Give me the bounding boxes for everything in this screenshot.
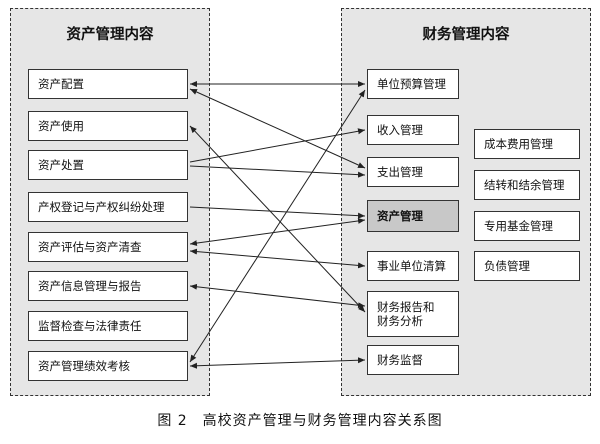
left-item-asset-use: 资产使用 bbox=[28, 111, 188, 141]
right-item-income: 收入管理 bbox=[367, 115, 459, 145]
right-side-item-carryover-management: 结转和结余管理 bbox=[474, 170, 580, 200]
right-item-unit-budget: 单位预算管理 bbox=[367, 69, 459, 99]
left-item-label: 资产处置 bbox=[38, 158, 84, 172]
left-item-asset-information: 资产信息管理与报告 bbox=[28, 271, 188, 301]
finance-management-title: 财务管理内容 bbox=[422, 27, 510, 43]
right-side-item-label: 专用基金管理 bbox=[484, 219, 553, 233]
right-item-label: 收入管理 bbox=[377, 123, 423, 137]
right-item-financial-supervision: 财务监督 bbox=[367, 345, 459, 375]
right-item-label: 财务报告和 财务分析 bbox=[377, 300, 435, 328]
left-item-asset-disposal: 资产处置 bbox=[28, 150, 188, 180]
right-side-item-label: 负债管理 bbox=[484, 259, 530, 273]
right-item-financial-report: 财务报告和 财务分析 bbox=[367, 291, 459, 337]
right-side-item-cost-management: 成本费用管理 bbox=[474, 129, 580, 159]
edge-evaluation-asset bbox=[189, 217, 366, 247]
edge-performance-budget bbox=[189, 89, 366, 363]
left-item-supervision: 监督检查与法律责任 bbox=[28, 311, 188, 341]
right-item-label: 支出管理 bbox=[377, 165, 423, 179]
edge-registration-asset bbox=[189, 206, 366, 219]
right-side-item-label: 成本费用管理 bbox=[484, 137, 553, 151]
edge-performance-supervision bbox=[189, 357, 366, 369]
right-item-expenditure: 支出管理 bbox=[367, 157, 459, 187]
right-side-item-special-fund: 专用基金管理 bbox=[474, 211, 580, 241]
left-item-property-registration: 产权登记与产权纠纷处理 bbox=[28, 192, 188, 222]
right-item-label: 财务监督 bbox=[377, 353, 423, 367]
left-item-performance-assessment: 资产管理绩效考核 bbox=[28, 351, 188, 381]
left-item-label: 资产管理绩效考核 bbox=[38, 359, 130, 373]
left-item-label: 资产使用 bbox=[38, 119, 84, 133]
figure-caption: 图 2 高校资产管理与财务管理内容关系图 bbox=[157, 413, 443, 429]
asset-management-title: 资产管理内容 bbox=[66, 27, 154, 43]
left-item-label: 资产评估与资产清查 bbox=[38, 240, 142, 254]
right-item-label: 资产管理 bbox=[377, 209, 423, 223]
left-item-label: 监督检查与法律责任 bbox=[38, 319, 142, 333]
edge-use-report bbox=[189, 125, 366, 313]
left-item-asset-evaluation: 资产评估与资产清查 bbox=[28, 232, 188, 262]
edge-disposal-expenditure bbox=[189, 165, 366, 178]
left-item-label: 资产配置 bbox=[38, 77, 84, 91]
edge-allocation-expenditure bbox=[189, 88, 366, 169]
left-item-asset-allocation: 资产配置 bbox=[28, 69, 188, 99]
right-item-label: 事业单位清算 bbox=[377, 259, 446, 273]
edge-disposal-income bbox=[189, 128, 366, 163]
edge-evaluation-liquidation bbox=[189, 248, 366, 269]
right-item-liquidation: 事业单位清算 bbox=[367, 251, 459, 281]
edge-information-report bbox=[189, 283, 366, 309]
right-side-item-label: 结转和结余管理 bbox=[484, 178, 565, 192]
right-item-asset-management: 资产管理 bbox=[367, 200, 459, 232]
right-item-label: 单位预算管理 bbox=[377, 77, 446, 91]
right-side-item-liability: 负债管理 bbox=[474, 251, 580, 281]
left-item-label: 资产信息管理与报告 bbox=[38, 279, 142, 293]
left-item-label: 产权登记与产权纠纷处理 bbox=[38, 200, 165, 214]
